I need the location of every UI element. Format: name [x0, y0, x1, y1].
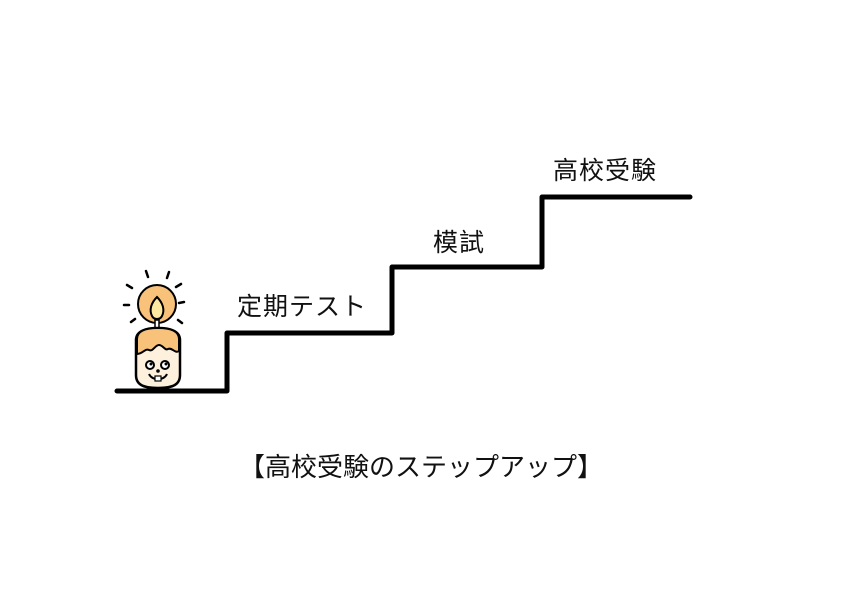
wax-drip	[136, 326, 180, 356]
diagram-caption: 【高校受験のステップアップ】	[238, 453, 603, 483]
flame-icon	[149, 295, 165, 320]
candle-mascot-icon	[122, 269, 186, 390]
staircase-line	[114, 194, 693, 394]
step-label-regular-test: 定期テスト	[237, 292, 368, 321]
step-label-mock-exam: 模試	[433, 228, 486, 257]
step-label-high-school-exam: 高校受験	[553, 156, 658, 185]
light-rays-icon	[122, 269, 186, 325]
